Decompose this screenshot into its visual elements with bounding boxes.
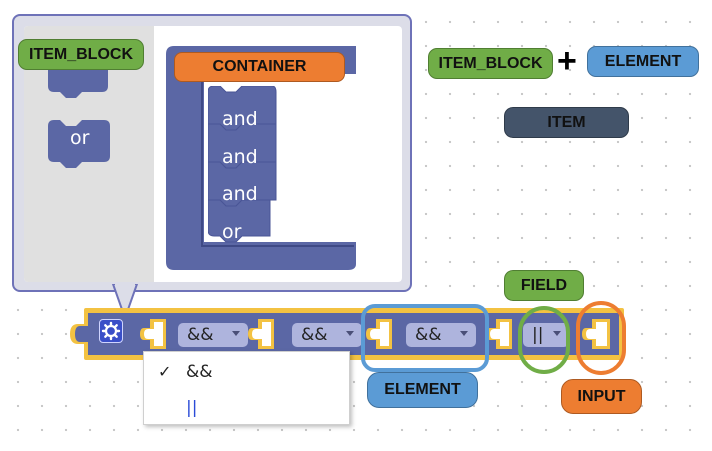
legend-item: ITEM — [504, 107, 629, 138]
chevron-down-icon — [232, 331, 240, 336]
chevron-down-icon — [460, 331, 468, 336]
container-items-stack — [208, 86, 277, 243]
legend-item-block: ITEM_BLOCK — [428, 48, 553, 79]
container-item-or: or — [222, 221, 242, 243]
menu-option-and-label: && — [186, 362, 213, 382]
menu-option-or-label: || — [186, 398, 198, 418]
field-highlight — [518, 306, 570, 374]
menu-option-or[interactable]: || — [144, 390, 349, 424]
menu-option-and[interactable]: ✓ && — [144, 354, 349, 388]
operator-dropdown-3[interactable]: && — [406, 323, 476, 347]
gear-icon[interactable] — [99, 319, 123, 343]
operator-dropdown-1[interactable]: && — [178, 323, 248, 347]
operator-dropdown-2-value: && — [301, 325, 328, 345]
operator-dropdown-4-value: || — [532, 325, 544, 345]
legend-element: ELEMENT — [587, 46, 699, 77]
element-callout: ELEMENT — [367, 372, 478, 408]
field-callout: FIELD — [504, 270, 584, 301]
container-item-and-3: and — [222, 183, 258, 205]
element-highlight — [361, 304, 489, 372]
flyout-or-block[interactable] — [48, 120, 110, 172]
chevron-down-icon — [553, 331, 561, 336]
container-item-and-2: and — [222, 146, 258, 168]
operator-dropdown-1-value: && — [187, 325, 214, 345]
flyout-or-label: or — [70, 127, 90, 149]
input-callout: INPUT — [561, 379, 642, 414]
operator-dropdown-menu: ✓ && || — [143, 351, 350, 425]
item-block-callout: ITEM_BLOCK — [18, 39, 144, 70]
operator-dropdown-2[interactable]: && — [292, 323, 362, 347]
input-highlight — [576, 301, 626, 375]
bubble-tail — [111, 284, 139, 320]
operator-dropdown-3-value: && — [415, 325, 442, 345]
chevron-down-icon — [346, 331, 354, 336]
legend-plus-icon: + — [557, 42, 577, 80]
container-item-and-1: and — [222, 108, 258, 130]
container-callout: CONTAINER — [174, 52, 345, 82]
checkmark-icon: ✓ — [158, 362, 172, 381]
